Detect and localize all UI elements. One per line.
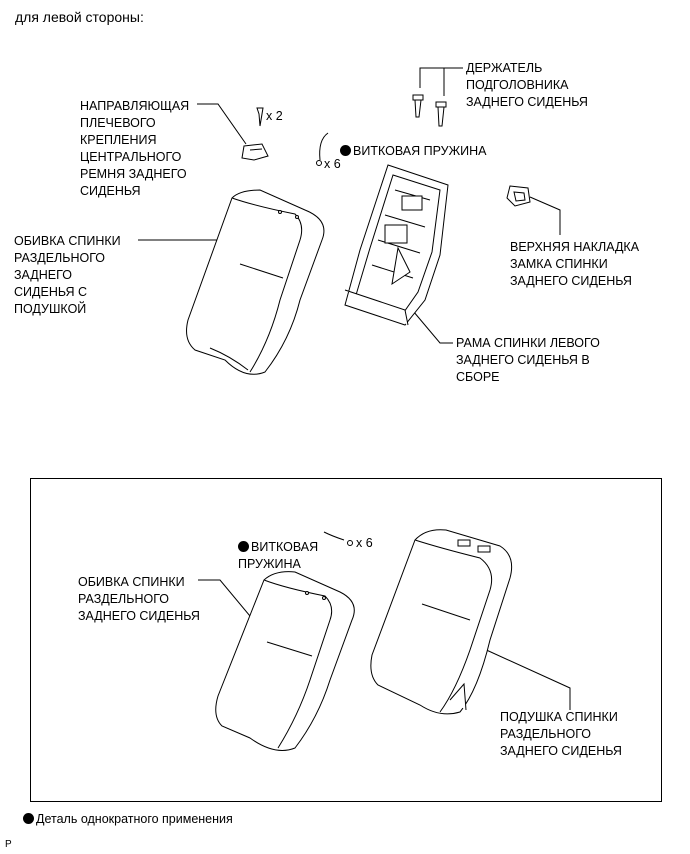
- label-frame-assembly: РАМА СПИНКИ ЛЕВОГО ЗАДНЕГО СИДЕНЬЯ В СБО…: [456, 336, 600, 384]
- legend: Деталь однократного применения: [23, 812, 233, 826]
- legend-text: Деталь однократного применения: [36, 812, 233, 826]
- single-use-dot: [340, 145, 351, 156]
- label-coil-spring-top-text: ВИТКОВАЯ ПРУЖИНА: [353, 144, 487, 158]
- label-cover-with-cushion: ОБИВКА СПИНКИ РАЗДЕЛЬНОГО ЗАДНЕГО СИДЕНЬ…: [14, 234, 121, 316]
- seatback-cover-cushion: [186, 189, 325, 375]
- seatback-frame: [344, 164, 449, 326]
- leader-frame: [407, 304, 453, 344]
- label-coil-spring-top: ВИТКОВАЯ ПРУЖИНА: [340, 126, 486, 160]
- legend-dot: [23, 813, 34, 824]
- label-headrest-holder: ДЕРЖАТЕЛЬ ПОДГОЛОВНИКА ЗАДНЕГО СИДЕНЬЯ: [466, 61, 588, 109]
- belt-guide-part: [241, 107, 269, 161]
- label-belt-guide: НАПРАВЛЯЮЩАЯ ПЛЕЧЕВОГО КРЕПЛЕНИЯ ЦЕНТРАЛ…: [80, 99, 190, 198]
- leader-spring-top: [319, 132, 329, 161]
- detail-box: [30, 478, 662, 802]
- leader-lock-cover: [529, 196, 561, 235]
- heading: для левой стороны:: [15, 9, 144, 25]
- leader-cover-box: [198, 579, 256, 623]
- seatback-pad-box: [370, 529, 513, 715]
- label-coil-spring-top-qty: x 6: [324, 157, 341, 171]
- leader-spring-box: [323, 531, 345, 541]
- leader-guide: [197, 103, 247, 145]
- label-coil-spring-box-text: ВИТКОВАЯ ПРУЖИНА: [238, 540, 319, 571]
- label-seatback-pad-box: ПОДУШКА СПИНКИ РАЗДЕЛЬНОГО ЗАДНЕГО СИДЕН…: [500, 710, 622, 758]
- label-belt-guide-qty: x 2: [266, 109, 283, 123]
- seatback-cover-box: [215, 571, 355, 751]
- headrest-holder-parts: [412, 94, 447, 127]
- label-coil-spring-box: ВИТКОВАЯ ПРУЖИНА: [238, 522, 318, 573]
- label-coil-spring-box-qty: x 6: [356, 536, 373, 550]
- label-lock-upper-cover: ВЕРХНЯЯ НАКЛАДКА ЗАМКА СПИНКИ ЗАДНЕГО СИ…: [510, 240, 640, 288]
- leader-holder: [419, 67, 463, 96]
- label-seatback-cover-box: ОБИВКА СПИНКИ РАЗДЕЛЬНОГО ЗАДНЕГО СИДЕНЬ…: [78, 575, 200, 623]
- lock-upper-cover: [506, 185, 531, 207]
- coil-spring-box-icon: [347, 540, 353, 546]
- leader-pad-box: [481, 647, 571, 710]
- single-use-dot: [238, 541, 249, 552]
- page-mark: P: [5, 839, 12, 850]
- coil-spring-top-icon: [316, 160, 322, 166]
